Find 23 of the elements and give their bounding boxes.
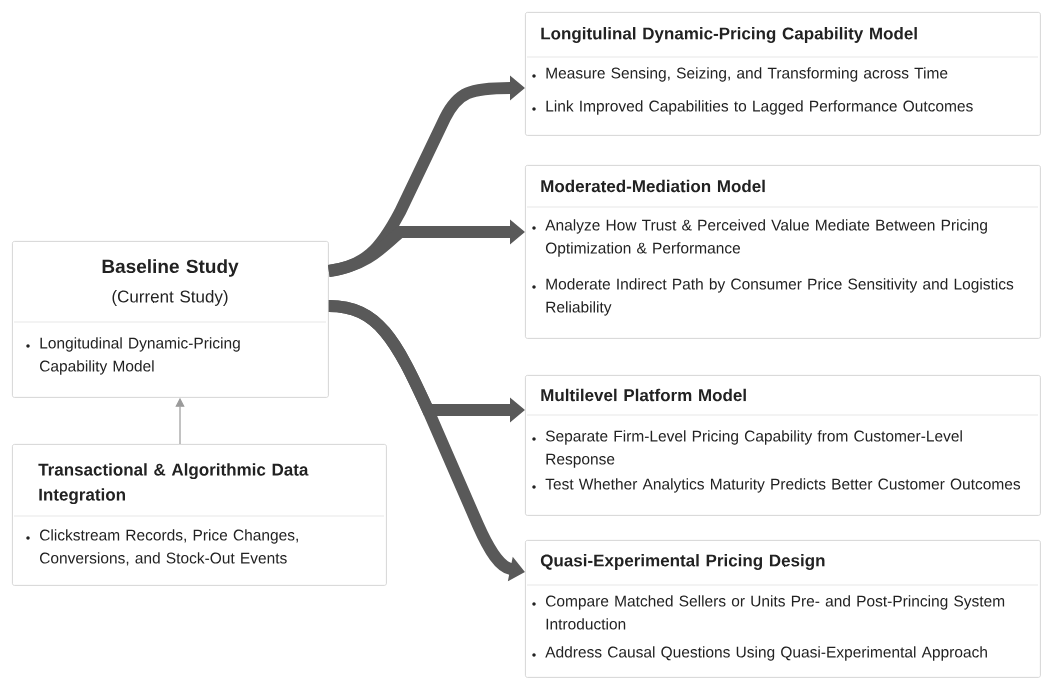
model-card bbox=[525, 540, 1041, 678]
bullet-item: Clickstream Records, Price Changes, Conversions, and Stock-Out Events bbox=[40, 529, 298, 566]
bullet-item: Separate Firm-Level Pricing Capability from Customer-Level Response bbox=[545, 430, 962, 468]
bullet-item: Longitudinal Dynamic-Pricing Capability Model bbox=[40, 337, 240, 375]
model-card bbox=[525, 375, 1041, 516]
card-title: Multilevel Platform Model bbox=[541, 388, 746, 402]
bullet-item: Measure Sensing, Seizing, and Transforming across Time bbox=[546, 67, 948, 82]
card-subtitle: (Current Study) bbox=[112, 290, 228, 306]
bullet-item: Moderate Indirect Path by Consumer Price Sensitivity and Logistics Reliability bbox=[546, 278, 1014, 316]
bullet-item: Link Improved Capabilities to Lagged Performance Outcomes bbox=[546, 100, 973, 115]
card-title: Baseline Study bbox=[102, 259, 239, 277]
card-title: Transactional & Algorithmic Data Integration bbox=[38, 463, 309, 505]
model-card bbox=[525, 165, 1041, 339]
model-card bbox=[12, 241, 329, 398]
model-card bbox=[12, 444, 387, 586]
card-title: Quasi-Experimental Pricing Design bbox=[540, 554, 825, 570]
bullet-item: Compare Matched Sellers or Units Pre- and Post-Princing System Introduction bbox=[546, 595, 1005, 630]
bullet-item: Analyze How Trust & Perceived Value Mediate Between Pricing Optimization & Performance bbox=[545, 219, 987, 257]
card-title: Moderated-Mediation Model bbox=[541, 179, 765, 193]
card-title: Longitulinal Dynamic-Pricing Capability Model bbox=[541, 27, 917, 43]
model-card bbox=[525, 12, 1041, 136]
bullet-item: Address Causal Questions Using Quasi-Experimental Approach bbox=[545, 646, 987, 661]
bullet-item: Test Whether Analytics Maturity Predicts Better Customer Outcomes bbox=[545, 478, 1021, 493]
